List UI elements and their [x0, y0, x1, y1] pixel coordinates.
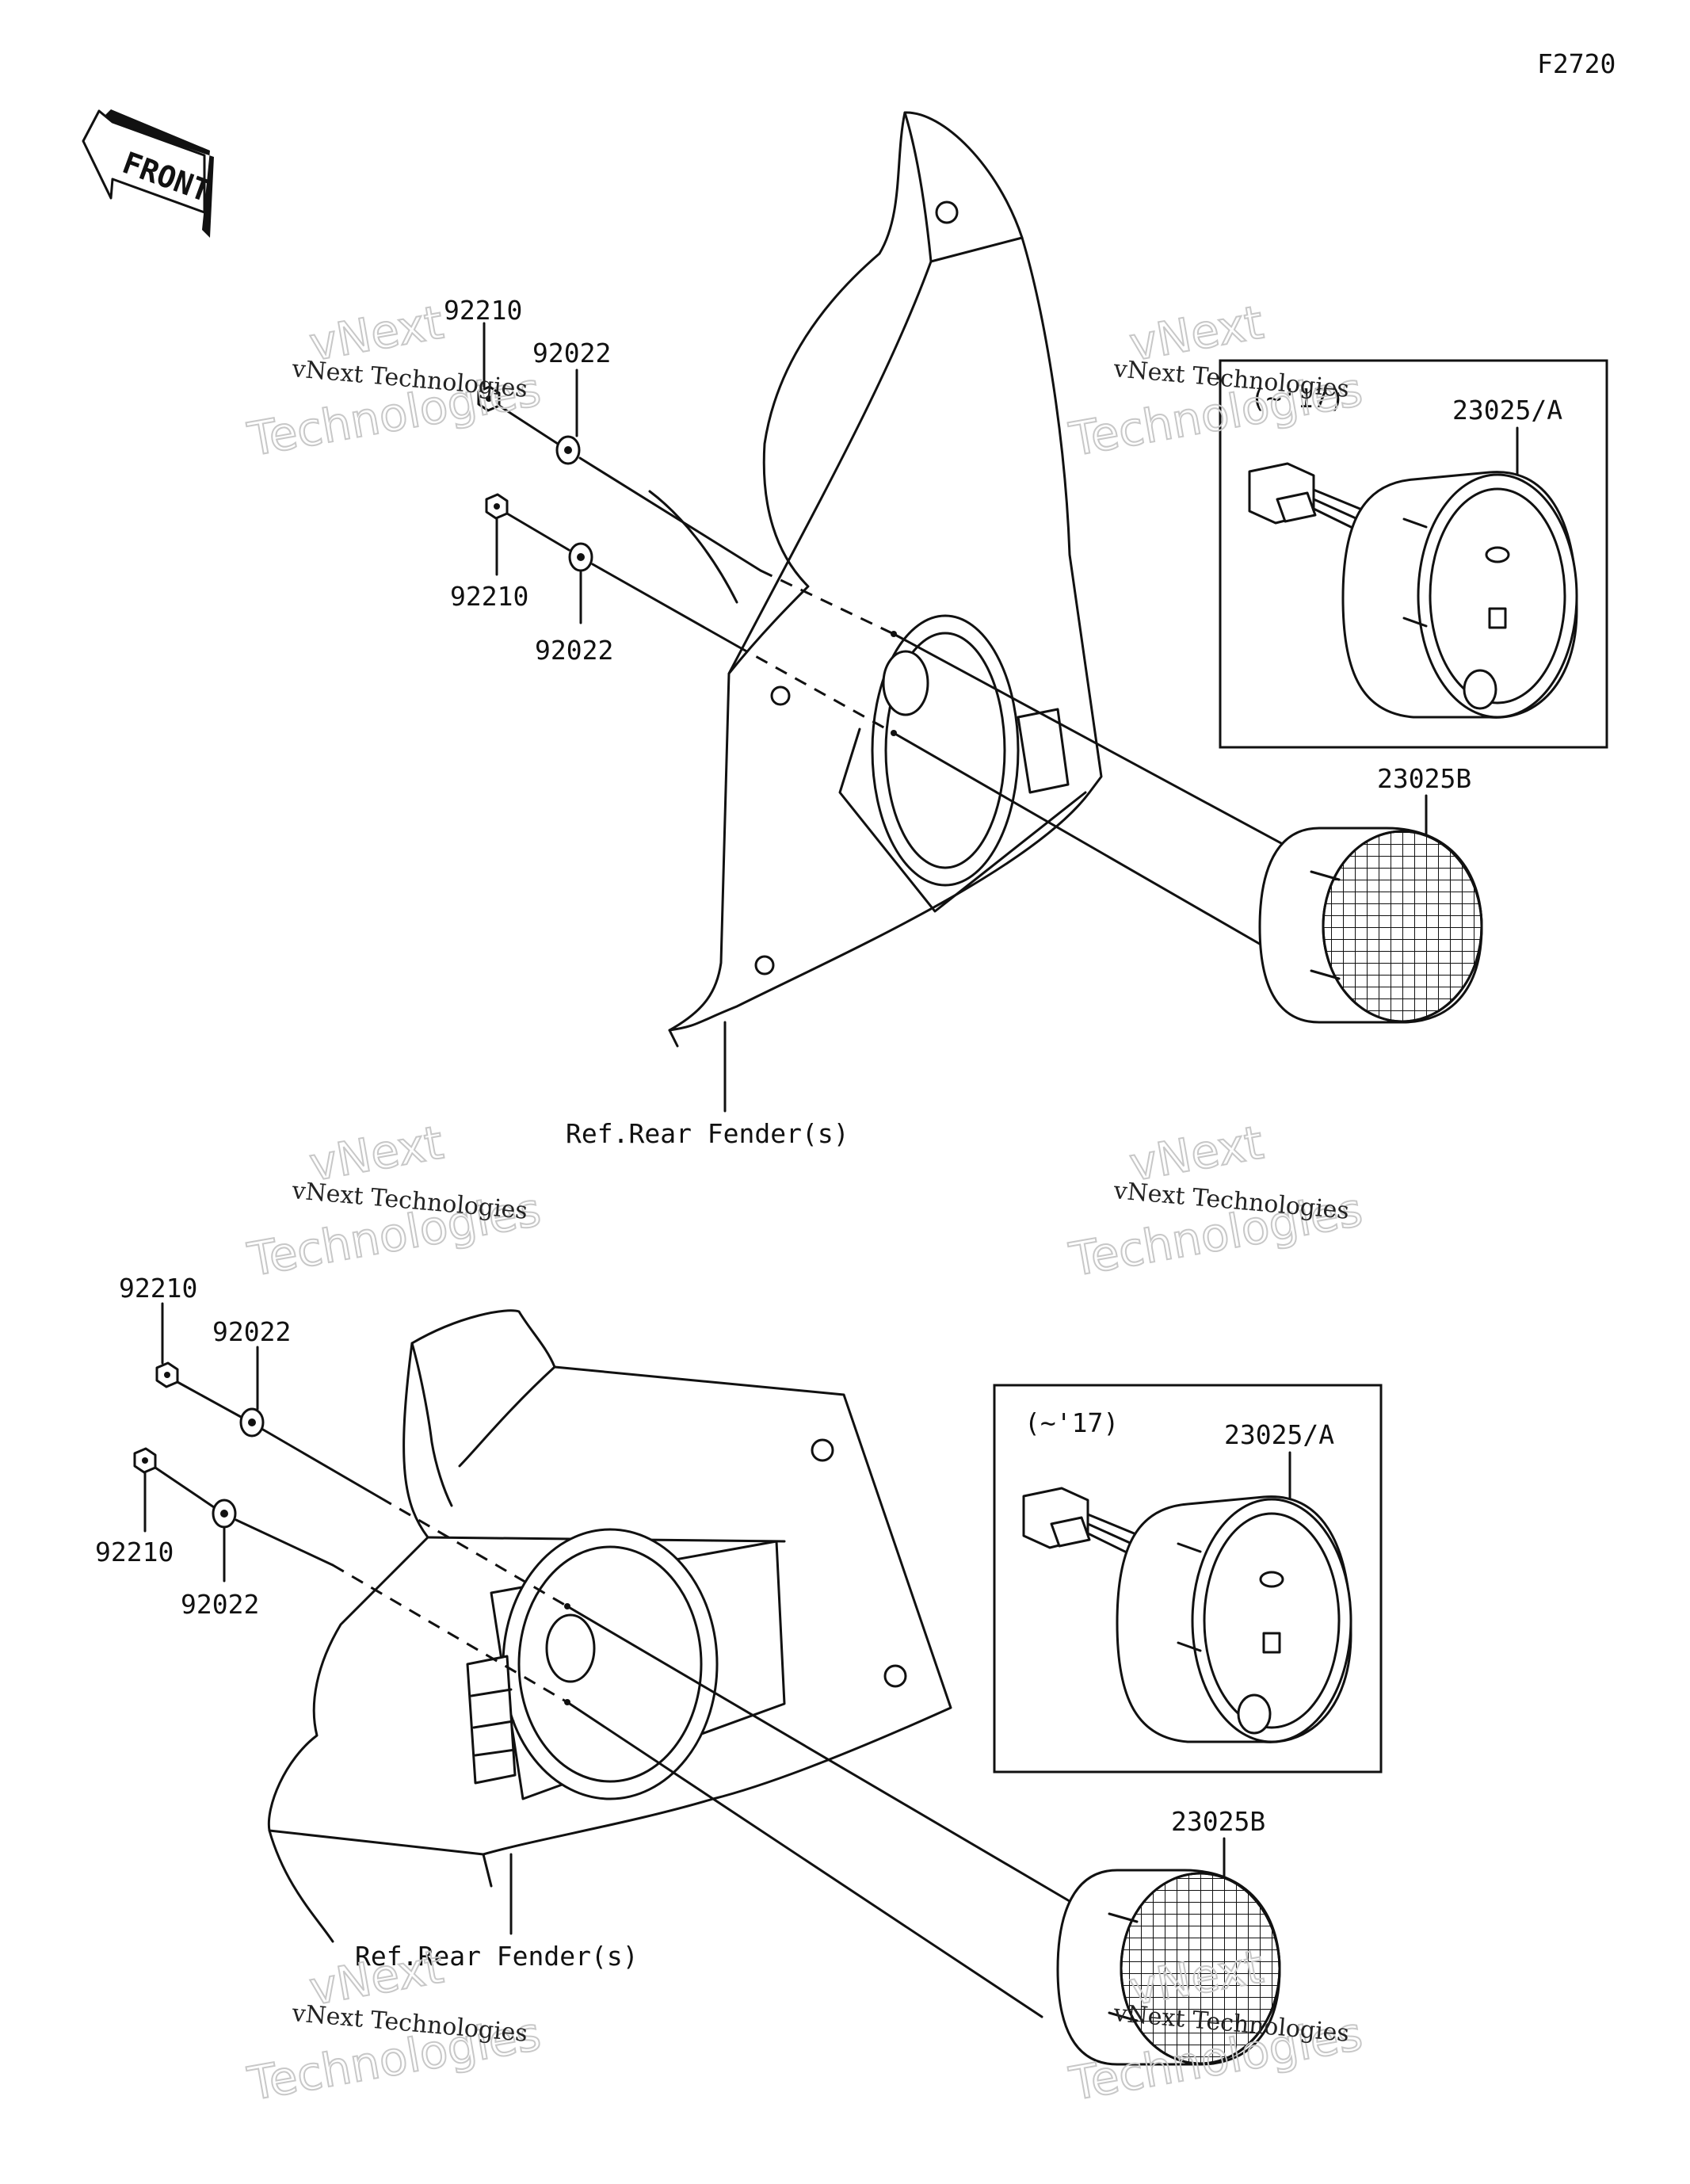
upper-washer-top: [555, 435, 581, 465]
upper-washer-top-label: 92022: [532, 338, 611, 368]
lower-nut-bottom-label: 92210: [95, 1537, 174, 1567]
lower-lamp: [1056, 1869, 1281, 2066]
upper-fender: Ref.Rear Fender(s): [566, 111, 1103, 1149]
watermark-3: vNext Technologies vNext Technologies: [243, 1114, 546, 1288]
lower-washer-bottom-label: 92022: [181, 1589, 259, 1620]
lower-lamp-label: 23025B: [1171, 1806, 1265, 1837]
watermark-2: vNext Technologies vNext Technologies: [1065, 294, 1368, 468]
lower-washer-top-label: 92022: [212, 1316, 291, 1347]
upper-nut-bottom: [485, 493, 509, 520]
upper-washer-bottom: [568, 542, 593, 572]
upper-lamp-boxed-label: 23025/A: [1452, 395, 1562, 426]
lower-fender: Ref.Rear Fender(s): [267, 1309, 952, 1972]
lower-nut-bottom: [133, 1447, 157, 1474]
upper-assembly: Ref.Rear Fender(s): [444, 111, 1608, 1149]
upper-variant-box: [1219, 359, 1608, 749]
upper-nut-bottom-label: 92210: [450, 581, 528, 612]
lower-box-condition: (~'17): [1024, 1407, 1119, 1438]
lower-washer-top: [239, 1407, 265, 1438]
lower-ref-label: Ref.Rear Fender(s): [355, 1941, 639, 1972]
lower-nut-top: [155, 1361, 179, 1388]
lower-lamp-boxed-label: 23025/A: [1224, 1419, 1334, 1450]
upper-lamp-label: 23025B: [1377, 763, 1471, 794]
upper-ref-label: Ref.Rear Fender(s): [566, 1118, 849, 1149]
upper-nut-top-label: 92210: [444, 295, 522, 326]
lower-variant-box: [993, 1384, 1383, 1774]
lower-assembly: Ref.Rear Fender(s): [95, 1273, 1383, 2066]
upper-box-condition: (~'17): [1250, 383, 1345, 414]
lower-nut-top-label: 92210: [119, 1273, 197, 1304]
watermark-4: vNext Technologies vNext Technologies: [1065, 1114, 1368, 1288]
upper-lamp: [1258, 827, 1483, 1024]
diagram-code: F2720: [1537, 48, 1616, 79]
lower-washer-bottom: [212, 1499, 237, 1529]
front-arrow-icon: FRONT: [82, 109, 215, 238]
upper-lamp-boxed: [1248, 462, 1578, 719]
lower-lamp-boxed: [1022, 1487, 1352, 1743]
upper-washer-bottom-label: 92022: [535, 635, 613, 666]
